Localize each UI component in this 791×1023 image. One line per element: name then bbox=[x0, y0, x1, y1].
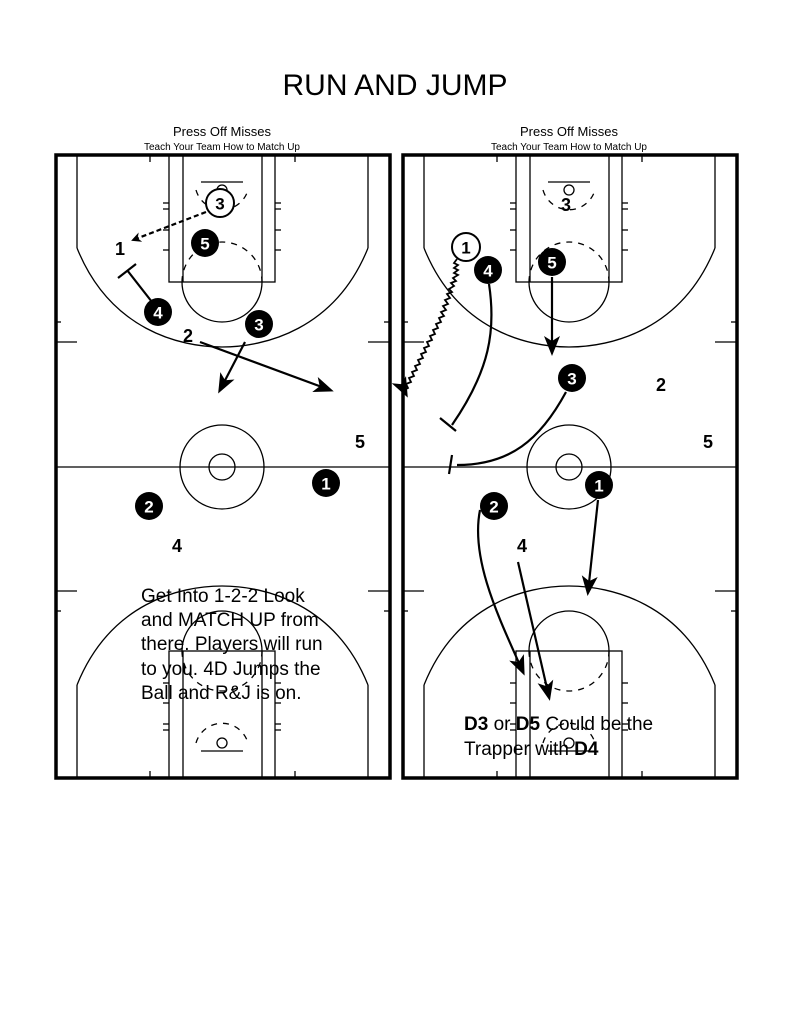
defender-4: 4 bbox=[144, 298, 172, 326]
move-arrow bbox=[516, 561, 554, 701]
screen-bar bbox=[447, 454, 454, 475]
move-arrow bbox=[581, 499, 600, 596]
svg-text:4: 4 bbox=[483, 262, 493, 281]
svg-text:5: 5 bbox=[200, 235, 209, 254]
page-title: RUN AND JUMP bbox=[282, 69, 507, 102]
note-line: Ball and R&J is on. bbox=[141, 683, 302, 704]
svg-text:1: 1 bbox=[594, 477, 603, 496]
diagram-heading: Press Off Misses bbox=[520, 124, 619, 139]
note-line: there. Players will run bbox=[141, 634, 323, 655]
svg-text:3: 3 bbox=[254, 316, 263, 335]
defender-2: 2 bbox=[480, 492, 508, 520]
svg-text:5: 5 bbox=[547, 254, 556, 273]
coaching-note-line: D3 or D5 Could be the bbox=[464, 714, 653, 735]
offense-4: 4 bbox=[517, 536, 527, 556]
svg-text:1: 1 bbox=[461, 239, 470, 258]
offense-5: 5 bbox=[355, 432, 365, 452]
defender-1: 1 bbox=[312, 469, 340, 497]
screen-line bbox=[126, 269, 153, 303]
diagram-heading: Press Off Misses bbox=[173, 124, 272, 139]
diagram-subheading: Teach Your Team How to Match Up bbox=[491, 142, 647, 153]
note-line: to you. 4D Jumps the bbox=[141, 659, 321, 680]
diagram-left: Press Off Misses Teach Your Team How to … bbox=[56, 124, 390, 778]
offense-1-hollow: 1 bbox=[451, 232, 481, 262]
diagram-subheading: Teach Your Team How to Match Up bbox=[144, 142, 300, 153]
coaching-note-line: Trapper with D4 bbox=[464, 739, 599, 760]
screen-line bbox=[451, 283, 493, 426]
move-arrow bbox=[476, 509, 525, 676]
svg-text:2: 2 bbox=[144, 498, 153, 517]
screen-bar bbox=[117, 263, 137, 279]
svg-text:3: 3 bbox=[215, 195, 224, 214]
svg-text:1: 1 bbox=[321, 475, 330, 494]
move-arrow bbox=[218, 341, 246, 394]
note-line: and MATCH UP from bbox=[141, 610, 319, 631]
offense-2: 2 bbox=[656, 375, 666, 395]
screen-bar bbox=[439, 417, 457, 432]
pass-arrow bbox=[131, 210, 207, 242]
defender-4: 4 bbox=[474, 256, 502, 284]
defender-5: 5 bbox=[538, 248, 566, 276]
note-line: Get Into 1-2-2 Look bbox=[141, 586, 305, 607]
move-arrow bbox=[199, 340, 334, 392]
svg-text:3: 3 bbox=[567, 370, 576, 389]
svg-text:2: 2 bbox=[489, 498, 498, 517]
offense-1: 1 bbox=[115, 239, 125, 259]
diagram-right: Press Off Misses Teach Your Team How to … bbox=[391, 124, 737, 778]
defender-2: 2 bbox=[135, 492, 163, 520]
offense-2: 2 bbox=[183, 326, 193, 346]
offense-3: 3 bbox=[561, 195, 571, 215]
offense-5: 5 bbox=[703, 432, 713, 452]
coaching-note: Get Into 1-2-2 Look and MATCH UP from th… bbox=[141, 586, 323, 704]
dribble-arrow bbox=[391, 258, 460, 398]
defender-3-hollow: 3 bbox=[205, 188, 235, 218]
defender-3: 3 bbox=[245, 310, 273, 338]
defender-1: 1 bbox=[585, 471, 613, 499]
defender-3: 3 bbox=[558, 364, 586, 392]
offense-4: 4 bbox=[172, 536, 182, 556]
defender-5: 5 bbox=[191, 229, 219, 257]
svg-text:4: 4 bbox=[153, 304, 163, 323]
screen-line bbox=[456, 391, 567, 467]
